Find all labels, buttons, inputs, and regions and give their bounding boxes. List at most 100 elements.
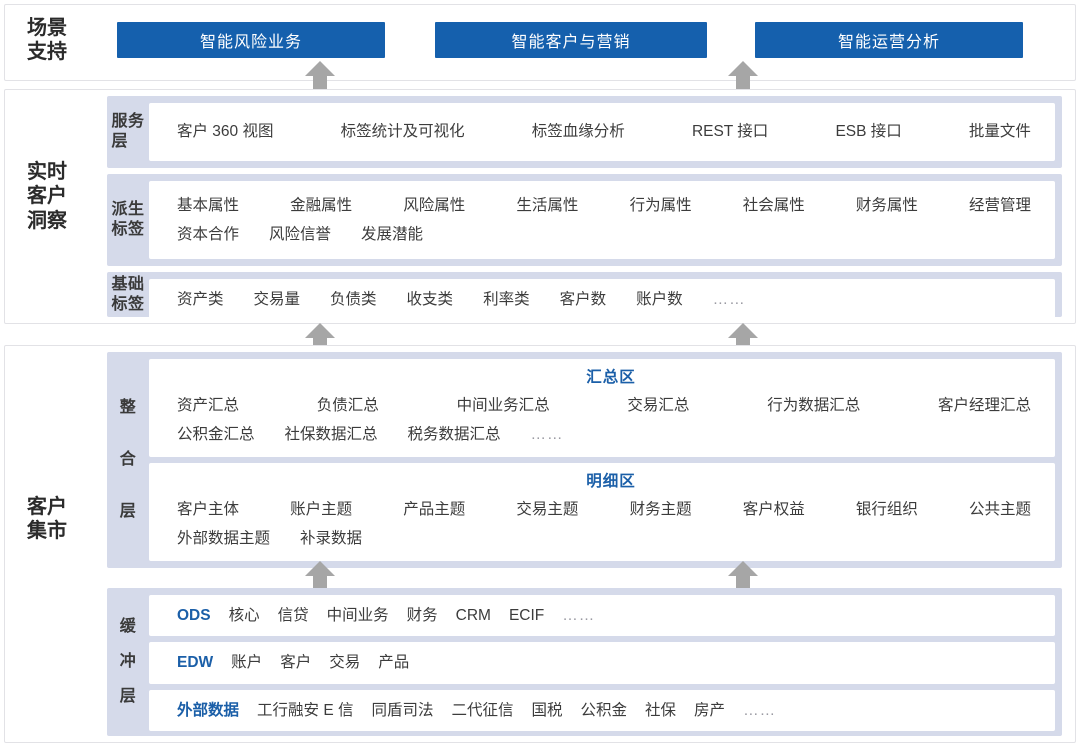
buffer-item[interactable]: 账户: [231, 654, 263, 672]
basic-tags-ellipsis: ……: [712, 291, 746, 308]
up-arrow-icon: [727, 560, 759, 594]
layer-integration: 整 合 层 汇总区 资产汇总 负债汇总 中间业务汇总 交易汇总 行为数据汇总 客…: [107, 352, 1062, 568]
detail-item[interactable]: 产品主题: [403, 500, 466, 518]
layer-label-basic-tags: 基础标签: [111, 275, 145, 313]
basic-tag[interactable]: 负债类: [330, 291, 377, 308]
derived-tag[interactable]: 发展潜能: [361, 226, 424, 243]
summary-item[interactable]: 交易汇总: [627, 396, 690, 414]
service-item[interactable]: 标签统计及可视化: [340, 123, 465, 141]
derived-tags-row-2: 资本合作 风险信誉 发展潜能: [177, 220, 1045, 249]
buffer-item[interactable]: 核心: [228, 607, 260, 624]
summary-item[interactable]: 公积金汇总: [177, 426, 255, 444]
detail-zone-title: 明细区: [586, 473, 636, 491]
service-item[interactable]: ESB 接口: [835, 123, 902, 141]
up-arrow-icon: [727, 322, 759, 356]
basic-tag[interactable]: 利率类: [483, 291, 530, 308]
summary-item[interactable]: 资产汇总: [177, 396, 240, 414]
buffer-external-box: 外部数据 工行融安 E 信 同盾司法 二代征信 国税 公积金 社保 房产 ……: [149, 689, 1055, 732]
service-item[interactable]: 标签血缘分析: [531, 123, 625, 141]
derived-tag[interactable]: 金融属性: [290, 196, 353, 214]
detail-item[interactable]: 客户权益: [742, 500, 805, 518]
service-items-box: 客户 360 视图 标签统计及可视化 标签血缘分析 REST 接口 ESB 接口…: [149, 103, 1055, 161]
summary-zone-row-2: 公积金汇总 社保数据汇总 税务数据汇总 ……: [177, 420, 1045, 449]
buffer-item[interactable]: 客户: [280, 654, 312, 672]
derived-tag[interactable]: 生活属性: [516, 196, 579, 214]
buffer-edw-row: EDW 账户 客户 交易 产品: [177, 648, 1045, 677]
derived-tag[interactable]: 行为属性: [629, 196, 692, 214]
derived-tag[interactable]: 社会属性: [742, 196, 805, 214]
scene-button-operations-analytics[interactable]: 智能运营分析: [755, 22, 1023, 58]
derived-tag[interactable]: 风险信誉: [269, 226, 332, 243]
buffer-ods-row: ODS 核心 信贷 中间业务 财务 CRM ECIF ……: [177, 601, 1045, 630]
detail-item[interactable]: 交易主题: [516, 500, 579, 518]
detail-zone-box: 明细区 客户主体 账户主题 产品主题 交易主题 财务主题 客户权益 银行组织 公…: [149, 463, 1055, 561]
up-arrow-icon: [304, 322, 336, 356]
derived-tag[interactable]: 经营管理: [968, 196, 1031, 214]
service-items-row: 客户 360 视图 标签统计及可视化 标签血缘分析 REST 接口 ESB 接口…: [177, 117, 1045, 146]
layer-label-char: 层: [119, 503, 137, 521]
buffer-external-ellipsis: ……: [743, 701, 777, 719]
layer-label-char: 冲: [119, 653, 137, 671]
buffer-item[interactable]: 中间业务: [326, 607, 389, 624]
buffer-edw-box: EDW 账户 客户 交易 产品: [149, 642, 1055, 684]
buffer-item[interactable]: 房产: [694, 701, 726, 719]
detail-item[interactable]: 公共主题: [968, 500, 1031, 518]
buffer-source-label-ods[interactable]: ODS: [177, 607, 211, 624]
buffer-item[interactable]: 同盾司法: [371, 701, 434, 719]
layer-label-char: 层: [119, 688, 137, 706]
summary-item[interactable]: 负债汇总: [316, 396, 379, 414]
buffer-item[interactable]: 社保: [645, 701, 677, 719]
summary-item[interactable]: 社保数据汇总: [284, 426, 378, 444]
derived-tag[interactable]: 风险属性: [403, 196, 466, 214]
layer-service: 服务层 客户 360 视图 标签统计及可视化 标签血缘分析 REST 接口 ES…: [107, 96, 1062, 168]
buffer-item[interactable]: 公积金: [580, 701, 628, 719]
buffer-item[interactable]: ECIF: [508, 607, 545, 624]
detail-item[interactable]: 外部数据主题: [177, 530, 271, 548]
buffer-ods-ellipsis: ……: [562, 607, 596, 624]
buffer-source-label-external[interactable]: 外部数据: [177, 701, 240, 719]
buffer-source-label-edw[interactable]: EDW: [177, 654, 214, 672]
layer-label-integration: 整 合 层: [107, 352, 149, 568]
buffer-item[interactable]: 工行融安 E 信: [257, 701, 354, 719]
summary-zone-title: 汇总区: [586, 369, 636, 387]
basic-tag[interactable]: 收支类: [406, 291, 454, 308]
summary-item[interactable]: 客户经理汇总: [937, 396, 1031, 414]
detail-zone-row-2: 外部数据主题 补录数据: [177, 524, 1045, 553]
derived-tags-box: 基本属性 金融属性 风险属性 生活属性 行为属性 社会属性 财务属性 经营管理 …: [149, 181, 1055, 259]
buffer-item[interactable]: 财务: [406, 607, 438, 624]
layer-derived-tags: 派生标签 基本属性 金融属性 风险属性 生活属性 行为属性 社会属性 财务属性 …: [107, 174, 1062, 266]
buffer-item[interactable]: 产品: [378, 654, 410, 672]
basic-tags-row: 资产类 交易量 负债类 收支类 利率类 客户数 账户数 ……: [177, 285, 1045, 314]
layer-label-buffer: 缓 冲 层: [107, 588, 149, 736]
derived-tag[interactable]: 资本合作: [177, 226, 240, 243]
basic-tag[interactable]: 客户数: [559, 291, 607, 308]
summary-item[interactable]: 中间业务汇总: [456, 396, 550, 414]
summary-zone-box: 汇总区 资产汇总 负债汇总 中间业务汇总 交易汇总 行为数据汇总 客户经理汇总 …: [149, 359, 1055, 457]
scene-button-customer-marketing[interactable]: 智能客户与营销: [435, 22, 707, 58]
detail-item[interactable]: 账户主题: [290, 500, 353, 518]
derived-tag[interactable]: 财务属性: [855, 196, 918, 214]
service-item[interactable]: REST 接口: [691, 123, 769, 141]
service-item[interactable]: 批量文件: [968, 123, 1031, 141]
detail-item[interactable]: 银行组织: [855, 500, 918, 518]
summary-item[interactable]: 行为数据汇总: [767, 396, 861, 414]
basic-tag[interactable]: 账户数: [636, 291, 683, 308]
summary-item[interactable]: 税务数据汇总: [407, 426, 501, 444]
detail-item[interactable]: 财务主题: [629, 500, 692, 518]
buffer-item[interactable]: 交易: [329, 654, 361, 672]
buffer-item[interactable]: 二代征信: [451, 701, 514, 719]
basic-tags-box: 资产类 交易量 负债类 收支类 利率类 客户数 账户数 ……: [149, 279, 1055, 321]
buffer-item[interactable]: 国税: [531, 701, 563, 719]
scene-button-risk[interactable]: 智能风险业务: [117, 22, 385, 58]
service-item[interactable]: 客户 360 视图: [177, 123, 274, 141]
detail-item[interactable]: 客户主体: [177, 500, 240, 518]
detail-item[interactable]: 补录数据: [300, 530, 363, 548]
buffer-item[interactable]: CRM: [455, 607, 491, 624]
up-arrow-icon: [304, 560, 336, 594]
buffer-item[interactable]: 信贷: [277, 607, 309, 624]
basic-tag[interactable]: 资产类: [177, 291, 224, 308]
summary-zone-ellipsis: ……: [530, 426, 564, 444]
basic-tag[interactable]: 交易量: [253, 291, 301, 308]
derived-tag[interactable]: 基本属性: [177, 196, 240, 214]
